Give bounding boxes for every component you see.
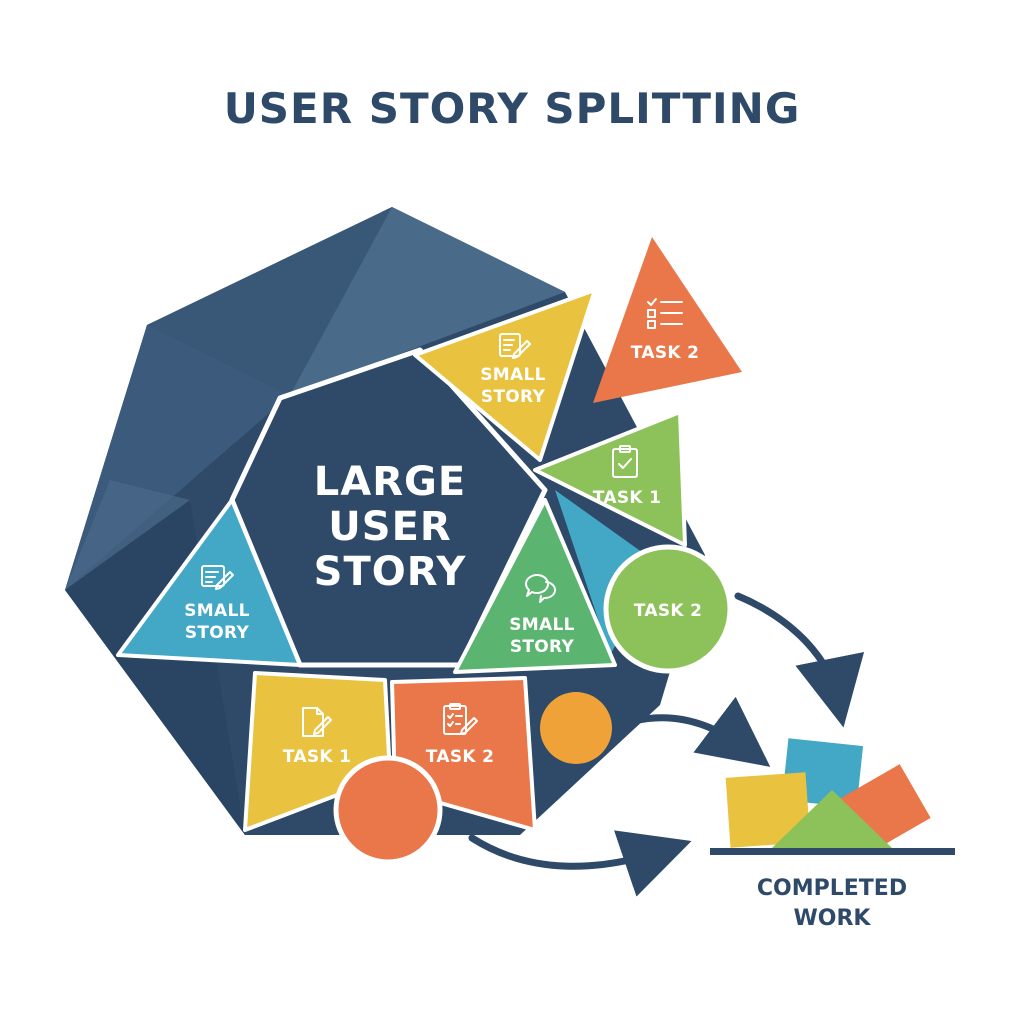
diagram-title: USER STORY SPLITTING [224, 84, 801, 133]
task-2-circle-label: TASK 2 [634, 601, 702, 621]
arrow-from-task-2-circle [734, 592, 865, 728]
amber-circle [540, 692, 612, 764]
completed-work-line1: COMPLETED [757, 876, 907, 901]
small-story-left: SMALL STORY [116, 498, 302, 667]
arrow-from-orange-circle [468, 830, 692, 897]
document-edit-icon [302, 707, 332, 737]
task-2-circle: TASK 2 [603, 544, 733, 674]
small-story-left-line2: STORY [185, 623, 250, 643]
teal-wedge [555, 490, 660, 655]
document-edit-icon [201, 565, 234, 590]
small-story-top-line1: SMALL [480, 365, 545, 385]
large-user-story-line1: LARGE [314, 459, 466, 505]
task-1-bottom-label: TASK 1 [283, 747, 351, 767]
checklist-icon [647, 298, 683, 329]
task-1-bottom: TASK 1 [243, 671, 392, 832]
checklist-edit-icon [443, 703, 478, 735]
chat-bubbles-icon [525, 574, 556, 603]
small-story-top: SMALL STORY [413, 288, 597, 462]
task-2-triangle-far: TASK 2 [593, 237, 742, 403]
task-2-triangle-far-label: TASK 2 [631, 343, 699, 363]
task-1-triangle-right: TASK 1 [533, 410, 687, 547]
small-story-right-line2: STORY [510, 637, 575, 657]
document-edit-icon [499, 333, 531, 359]
arrow-from-amber-circle [626, 696, 771, 767]
small-story-top-line2: STORY [481, 387, 546, 407]
small-story-right: SMALL STORY [453, 498, 617, 674]
task-2-bottom-label: TASK 2 [426, 747, 494, 767]
large-user-story: LARGE USER STORY [229, 347, 548, 668]
small-story-right-line1: SMALL [509, 615, 574, 635]
clipboard-check-icon [612, 445, 638, 478]
large-user-story-line2: USER [328, 504, 451, 550]
orange-circle [333, 755, 443, 865]
completed-work-pile [710, 738, 955, 855]
task-1-triangle-right-label: TASK 1 [593, 488, 661, 508]
large-user-story-line3: STORY [314, 549, 467, 595]
small-story-left-line1: SMALL [184, 601, 249, 621]
completed-work-line2: WORK [794, 906, 872, 931]
